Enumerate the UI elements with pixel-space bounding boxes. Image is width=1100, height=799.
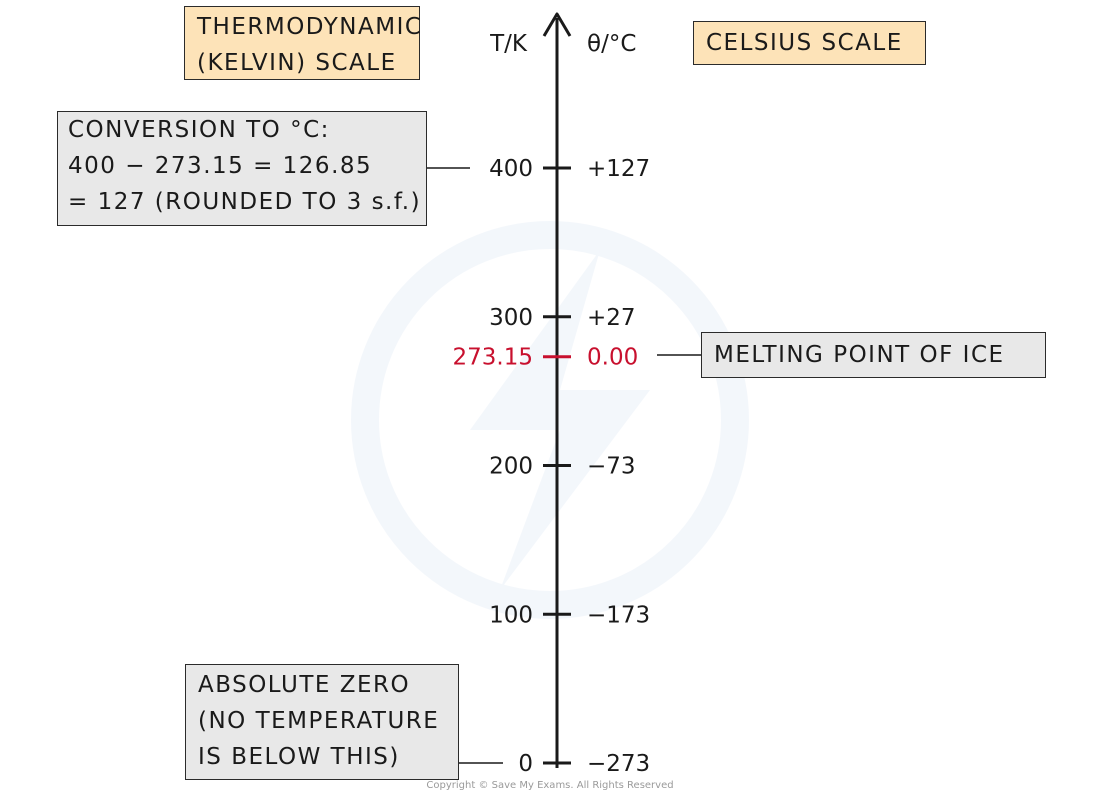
absolute-zero-line-3: IS BELOW THIS) xyxy=(198,744,400,770)
thermodynamic-line-1: THERMODYNAMIC xyxy=(197,14,423,40)
celsius-tick-label-3: −73 xyxy=(587,454,636,480)
kelvin-tick-label-0: 400 xyxy=(489,156,533,182)
absolute-zero-line-2: (NO TEMPERATURE xyxy=(198,708,440,734)
axis-arrow-icon xyxy=(542,12,572,37)
kelvin-tick-label-4: 100 xyxy=(489,602,533,628)
celsius-tick-label-1: +27 xyxy=(587,305,636,331)
thermodynamic-scale-box: THERMODYNAMIC (KELVIN) SCALE xyxy=(184,6,423,80)
absolute-zero-line-1: ABSOLUTE ZERO xyxy=(198,672,411,698)
absolute-zero-box: ABSOLUTE ZERO (NO TEMPERATURE IS BELOW T… xyxy=(185,664,459,780)
celsius-tick-label-5: −273 xyxy=(587,751,650,777)
conversion-line-3: = 127 (ROUNDED TO 3 s.f.) xyxy=(68,189,422,215)
melting-point-label: MELTING POINT OF ICE xyxy=(714,342,1005,368)
kelvin-tick-label-2: 273.15 xyxy=(453,345,533,371)
conversion-line-2: 400 − 273.15 = 126.85 xyxy=(68,153,373,179)
celsius-tick-label-2: 0.00 xyxy=(587,345,638,371)
thermodynamic-line-2: (KELVIN) SCALE xyxy=(197,50,397,76)
kelvin-tick-label-5: 0 xyxy=(518,751,533,777)
kelvin-tick-label-3: 200 xyxy=(489,454,533,480)
ticks-layer: 400 +127 300 +27 273.15 0.00 200 −73 100 −173 0 −27… xyxy=(453,156,651,777)
celsius-scale-box: CELSIUS SCALE xyxy=(693,21,926,65)
conversion-line-1: CONVERSION TO °C: xyxy=(68,117,330,143)
conversion-box: CONVERSION TO °C: 400 − 273.15 = 126.85 … xyxy=(57,111,427,226)
vertical-axis xyxy=(542,12,572,768)
copyright-notice: Copyright © Save My Exams. All Rights Re… xyxy=(426,780,674,791)
celsius-axis-label: θ/°C xyxy=(587,31,636,57)
kelvin-tick-label-1: 300 xyxy=(489,305,533,331)
celsius-tick-label-4: −173 xyxy=(587,602,650,628)
melting-point-box: MELTING POINT OF ICE xyxy=(701,332,1046,378)
celsius-scale-label: CELSIUS SCALE xyxy=(706,30,903,56)
kelvin-axis-label: T/K xyxy=(489,31,528,57)
celsius-tick-label-0: +127 xyxy=(587,156,650,182)
